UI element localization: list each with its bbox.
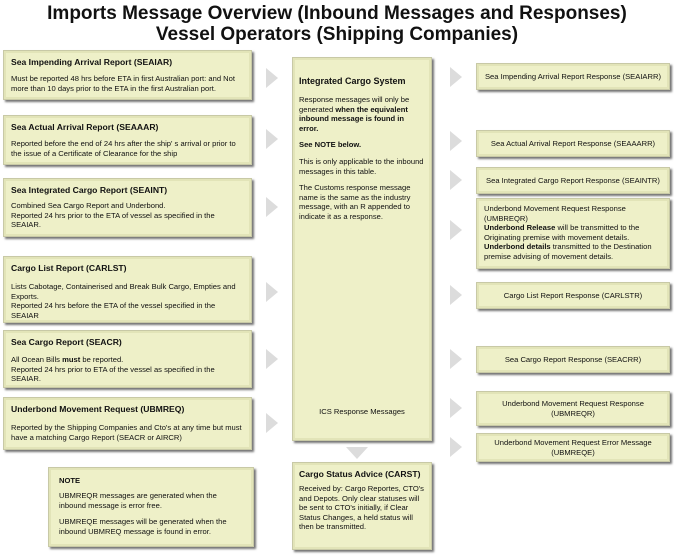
diagram-title-line1: Imports Message Overview (Inbound Messag… <box>47 3 627 24</box>
right-arrow-icon <box>450 285 462 305</box>
inbound-seaint: Sea Integrated Cargo Report (SEAINT) Com… <box>3 178 252 237</box>
right-arrow-icon <box>450 349 462 369</box>
ics-title: Integrated Cargo System <box>299 76 406 86</box>
inbound-carlst-body1: Lists Cabotage, Containerised and Break … <box>11 282 236 301</box>
note-p2: UBMREQE messages will be generated when … <box>59 517 227 536</box>
response-umbreqr-release: Underbond Release will be transmitted to… <box>484 223 640 242</box>
note-box: NOTE UBMREQR messages are generated when… <box>48 467 254 547</box>
inbound-seaint-body2: Reported 24 hrs prior to the ETA of vess… <box>11 210 215 230</box>
cargo-status-advice-title: Cargo Status Advice (CARST) <box>299 469 421 479</box>
inbound-seaaar-body: Reported before the end of 24 hrs after … <box>11 139 236 158</box>
note-title: NOTE <box>59 476 81 485</box>
inbound-carlst: Cargo List Report (CARLST) Lists Cabotag… <box>3 256 252 323</box>
inbound-seaiar-title: Sea Impending Arrival Report (SEAIAR) <box>11 57 173 67</box>
note-p1: UBMREQR messages are generated when the … <box>59 491 217 510</box>
inbound-ubmreq: Underbond Movement Request (UBMREQ) Repo… <box>3 397 252 450</box>
right-arrow-icon <box>450 220 462 240</box>
down-arrow-icon <box>346 446 368 464</box>
right-arrow-icon <box>450 170 462 190</box>
response-ubmreqr: Underbond Movement Request Response (UBM… <box>476 391 670 426</box>
inbound-seaaar-title: Sea Actual Arrival Report (SEAAAR) <box>11 122 159 132</box>
response-seacrr: Sea Cargo Report Response (SEACRR) <box>476 346 670 373</box>
inbound-seaiar: Sea Impending Arrival Report (SEAIAR) Mu… <box>3 50 252 100</box>
cargo-status-advice-body: Received by: Cargo Reportes, CTO's and D… <box>299 484 424 532</box>
response-ubmreqe: Underbond Movement Request Error Message… <box>476 433 670 462</box>
inbound-seacr-body2: Reported 24 hrs prior to ETA of the vess… <box>11 364 215 384</box>
inbound-seaint-body1: Combined Sea Cargo Report and Underbond. <box>11 201 166 210</box>
ics-p4: The Customs response message name is the… <box>299 183 411 221</box>
inbound-carlst-title: Cargo List Report (CARLST) <box>11 263 127 273</box>
inbound-ubmreq-body: Reported by the Shipping Companies and C… <box>11 423 242 442</box>
response-umbreqr-title: Underbond Movement Request Response (UMB… <box>484 204 626 223</box>
response-carlstr: Cargo List Report Response (CARLSTR) <box>476 282 670 309</box>
inbound-seaaar: Sea Actual Arrival Report (SEAAAR) Repor… <box>3 115 252 165</box>
ics-p3: This is only applicable to the inbound m… <box>299 156 424 176</box>
right-arrow-icon <box>266 413 278 433</box>
right-arrow-icon <box>266 282 278 302</box>
right-arrow-icon <box>450 67 462 87</box>
right-arrow-icon <box>450 398 462 418</box>
inbound-seaiar-body: Must be reported 48 hrs before ETA in fi… <box>11 74 235 93</box>
right-arrow-icon <box>266 129 278 149</box>
response-seaaarr: Sea Actual Arrival Report Response (SEAA… <box>476 130 670 157</box>
diagram-title-line2: Vessel Operators (Shipping Companies) <box>155 24 519 45</box>
inbound-seacr-body1: All Ocean Bills must be reported. <box>11 355 124 364</box>
ics-central-box: Integrated Cargo System Response message… <box>292 57 432 441</box>
right-arrow-icon <box>450 437 462 457</box>
response-umbreqr-details: Underbond details transmitted to the Des… <box>484 242 652 261</box>
inbound-carlst-body2: Reported 24 hrs before the ETA of the ve… <box>11 301 216 320</box>
ics-note-ref: See NOTE below. <box>299 140 362 150</box>
right-arrow-icon <box>450 131 462 151</box>
response-seaintr: Sea Integrated Cargo Report Response (SE… <box>476 167 670 194</box>
right-arrow-icon <box>266 349 278 369</box>
ics-footer: ICS Response Messages <box>319 407 405 416</box>
right-arrow-icon <box>266 68 278 88</box>
response-seaiarr: Sea Impending Arrival Report Response (S… <box>476 63 670 90</box>
cargo-status-advice-box: Cargo Status Advice (CARST) Received by:… <box>292 462 432 550</box>
ics-p1: Response messages will only be generated… <box>299 95 410 133</box>
inbound-seacr: Sea Cargo Report (SEACR) All Ocean Bills… <box>3 330 252 388</box>
inbound-seaint-title: Sea Integrated Cargo Report (SEAINT) <box>11 185 168 195</box>
inbound-ubmreq-title: Underbond Movement Request (UBMREQ) <box>11 404 185 414</box>
right-arrow-icon <box>266 197 278 217</box>
response-umbreqr: Underbond Movement Request Response (UMB… <box>476 198 670 269</box>
inbound-seacr-title: Sea Cargo Report (SEACR) <box>11 337 122 347</box>
